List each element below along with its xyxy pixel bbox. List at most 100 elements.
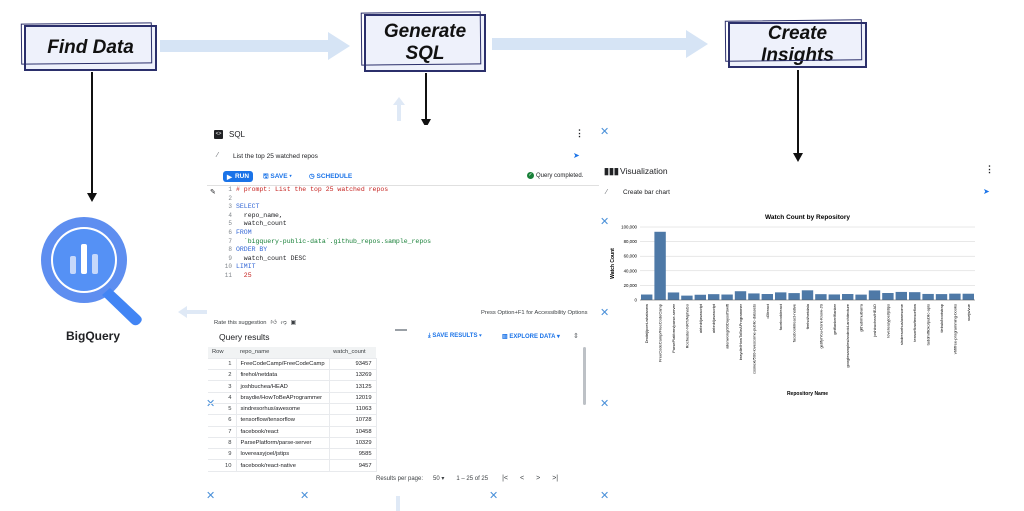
code-line-text: FROM: [236, 229, 252, 236]
code-line-text: 25: [236, 272, 252, 279]
generate-sql-label-line1: Generate: [383, 21, 467, 42]
x-tick-label: alienwong/30DaysofSwift: [725, 303, 730, 349]
watch-count-cell: 9457: [328, 459, 377, 472]
row-number-cell: 2: [208, 369, 236, 382]
column-header-repo-name[interactable]: repo_name: [236, 347, 330, 359]
code-line-text: ORDER BY: [236, 246, 268, 254]
next-page-icon[interactable]: >: [536, 475, 541, 482]
more-vert-icon[interactable]: ⋮: [985, 164, 994, 174]
code-icon: <>: [214, 130, 223, 139]
panel-drag-handle[interactable]: [395, 329, 407, 331]
watch-count-cell: 12019: [328, 392, 377, 404]
row-number-cell: 9: [208, 448, 236, 461]
save-results-button[interactable]: ⤓ SAVE RESULTS ▾: [428, 333, 482, 339]
schedule-button[interactable]: ◷ SCHEDULE: [309, 172, 352, 180]
bar: [895, 291, 907, 300]
bar: [922, 293, 934, 300]
bigquery-logo-icon: [41, 217, 142, 326]
x-tick-label: tuddmiflicko/public-apis: [926, 304, 931, 345]
expand-icon[interactable]: ⇕: [573, 333, 579, 340]
save-results-label: SAVE RESULTS: [432, 333, 478, 339]
selection-handle-icon: ✕: [300, 489, 310, 502]
bar: [721, 294, 733, 300]
chart-icon: ▥: [502, 334, 508, 340]
bar: [681, 295, 693, 300]
last-page-icon[interactable]: >|: [552, 475, 559, 482]
first-page-icon[interactable]: |<: [502, 475, 509, 482]
check-circle-icon: ✓: [527, 172, 534, 179]
generate-icon[interactable]: ✎: [210, 189, 216, 196]
thumbs-up-icon[interactable]: 👍︎: [270, 320, 277, 326]
sql-panel-header: <> SQL ⋮: [207, 125, 599, 145]
bar: [801, 290, 814, 300]
comment-icon[interactable]: ▣: [290, 319, 296, 326]
code-line-text: watch_count: [236, 220, 287, 228]
down-arrow-1-head: [87, 193, 97, 202]
selection-handle-icon: ✕: [600, 306, 610, 319]
x-tick-label: firehol/netdata: [805, 303, 810, 329]
x-tick-label: github/muibarra: [859, 303, 864, 332]
bar: [815, 294, 827, 300]
send-icon[interactable]: ➤: [573, 151, 580, 160]
flow-arrow-1-head: [328, 32, 350, 60]
column-header-row[interactable]: Row: [208, 347, 236, 359]
results-range: 1 – 25 of 25: [456, 475, 489, 482]
bar: [708, 294, 720, 300]
faint-down-arrow: [396, 496, 400, 511]
bar: [775, 292, 787, 300]
prev-page-icon[interactable]: <: [520, 475, 525, 482]
x-tick-label: FreeCodeCamp/FreeCodeCamp: [658, 303, 663, 362]
sql-prompt-bar[interactable]: ⁄ List the top 25 watched repos ➤: [207, 151, 599, 165]
explore-data-button[interactable]: ▥ EXPLORE DATA ▾: [502, 334, 560, 340]
bar: [667, 292, 680, 300]
thumbs-down-icon[interactable]: 👎︎: [280, 320, 287, 326]
down-arrow-3-head: [793, 153, 803, 162]
results-header-row: Row repo_name watch_count: [208, 347, 377, 359]
down-arrow-2-line: [425, 73, 427, 121]
run-button[interactable]: ▶RUN: [223, 171, 253, 182]
bigquery-label: BigQuery: [65, 329, 120, 343]
row-number-cell: 5: [208, 403, 236, 416]
selection-handle-icon: ✕: [600, 125, 610, 138]
selection-handle-icon: ✕: [600, 215, 610, 228]
viz-prompt-text[interactable]: Create bar chart: [623, 189, 670, 196]
sql-prompt-text: List the top 25 watched repos: [233, 153, 318, 160]
y-tick-label: 60,000: [624, 254, 638, 259]
x-tick-label: ParsePlatform/parse-server: [671, 303, 676, 353]
code-line-number: 2: [228, 194, 232, 202]
results-per-page-select[interactable]: 50 ▾: [433, 476, 445, 482]
watch-count-cell: 13269: [328, 369, 377, 382]
column-header-watch-count[interactable]: watch_count: [329, 347, 377, 359]
repo-name-cell: tensorflow/tensorflow: [235, 414, 330, 427]
row-number-cell: 7: [208, 426, 236, 438]
watch-count-cell: 10728: [328, 414, 377, 427]
send-icon[interactable]: ➤: [983, 187, 990, 196]
bar: [842, 294, 854, 300]
rate-suggestion-text: Rate this suggestion: [214, 319, 267, 326]
row-number-cell: 3: [208, 380, 236, 393]
download-icon: ⤓: [428, 333, 431, 339]
x-tick-label: vuejs/vue: [966, 303, 971, 321]
code-line-text: repo_name,: [236, 211, 283, 219]
row-number-cell: 8: [208, 437, 236, 450]
x-tick-label: sindresorhus/awesome: [899, 303, 904, 345]
more-vert-icon[interactable]: ⋮: [575, 128, 584, 138]
code-line-number: 4: [228, 211, 232, 219]
watch-count-cell: 11063: [328, 403, 377, 416]
save-button[interactable]: 🖫 SAVE ▾: [263, 173, 292, 180]
query-status: ✓ Query completed.: [527, 172, 583, 179]
clock-icon: ◷: [309, 173, 315, 180]
results-scrollbar[interactable]: [583, 347, 586, 405]
